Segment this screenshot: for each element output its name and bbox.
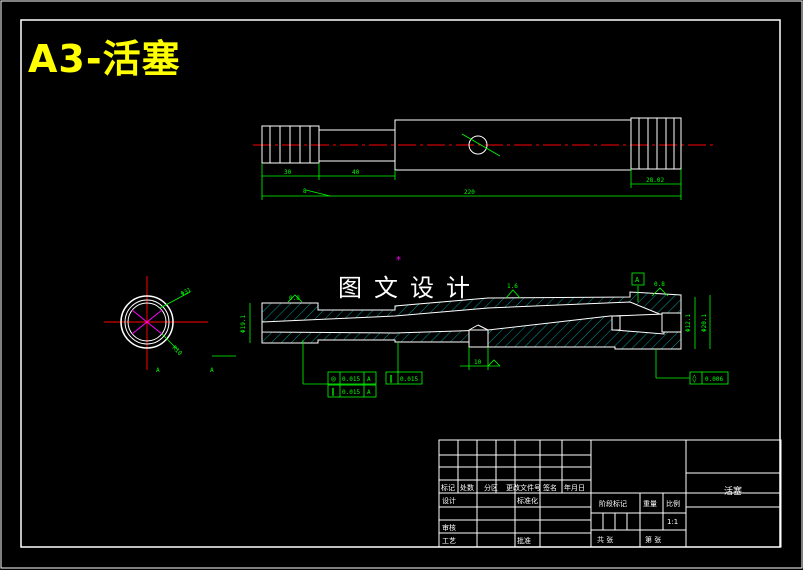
datum-a-1: A: [156, 367, 160, 374]
roughness-1: 0.8: [289, 295, 300, 302]
top-view: [253, 117, 715, 171]
tb-part-name: 活塞: [724, 485, 742, 497]
watermark: 图文设计: [338, 274, 482, 302]
tolerance-frames: [327, 371, 729, 398]
dim-40: 40: [352, 169, 360, 176]
tb-design: 设计: [442, 496, 456, 505]
datum-box: A: [635, 276, 640, 284]
tol-1-symbol: ◎: [331, 374, 336, 383]
tb-process: 工艺: [442, 537, 456, 545]
roughness-2: 1.6: [507, 283, 518, 290]
bore-1: Φ19.1: [240, 315, 247, 333]
inner-frame: [20, 19, 781, 548]
bore-2: Φ12.1: [685, 314, 692, 332]
dim-10: 10: [474, 359, 482, 366]
tb-label-date: 年月日: [564, 483, 585, 492]
marker-asterisk: *: [396, 255, 401, 266]
tol-2-value: 0.015: [342, 389, 360, 396]
tb-label-docno: 更改文件号: [506, 483, 541, 492]
dim-28: 28.02: [646, 177, 664, 184]
tb-sheet-no: 第 张: [645, 535, 661, 544]
datum-a-2: A: [210, 367, 214, 374]
tb-label-count: 处数: [460, 483, 474, 492]
tol-4-symbol: ◊: [692, 374, 697, 383]
tol-4-value: 0.006: [705, 376, 723, 383]
tol-2-datum: A: [367, 389, 371, 396]
tb-standard: 标准化: [517, 496, 538, 505]
bore-3: Φ20.1: [701, 314, 708, 332]
tb-label-mark: 标记: [441, 483, 455, 492]
tol-3-symbol: ∥: [389, 374, 393, 383]
dim-8: 8: [303, 188, 307, 195]
title-block: [438, 439, 782, 548]
end-view: [104, 276, 236, 370]
section-dims: [249, 286, 711, 385]
tb-scale: 1:1: [667, 518, 678, 526]
dim-overall: 220: [464, 189, 475, 196]
tol-1-datum: A: [367, 376, 371, 383]
dim-r10: R10: [171, 344, 184, 357]
top-view-dims: [261, 133, 682, 200]
tol-3-value: 0.015: [400, 376, 418, 383]
tb-label-sign: 签名: [543, 483, 557, 492]
tb-weight: 重量: [643, 500, 657, 508]
tb-approve: 批准: [517, 536, 531, 545]
tb-ratio: 比例: [666, 499, 680, 508]
dim-d31: Φ31: [180, 286, 193, 297]
tol-1-value: 0.015: [342, 376, 360, 383]
drawing-title: A3-活塞: [28, 37, 181, 81]
tb-label-zone: 分区: [484, 483, 498, 492]
tb-sheets: 共 张: [597, 535, 613, 544]
section-view: [261, 291, 682, 350]
tb-stage: 阶段标记: [599, 499, 627, 508]
tol-2-symbol: ∥: [331, 387, 335, 396]
tb-review: 审核: [442, 523, 456, 532]
roughness-3: 0.8: [654, 281, 665, 288]
dim-30: 30: [284, 169, 292, 176]
